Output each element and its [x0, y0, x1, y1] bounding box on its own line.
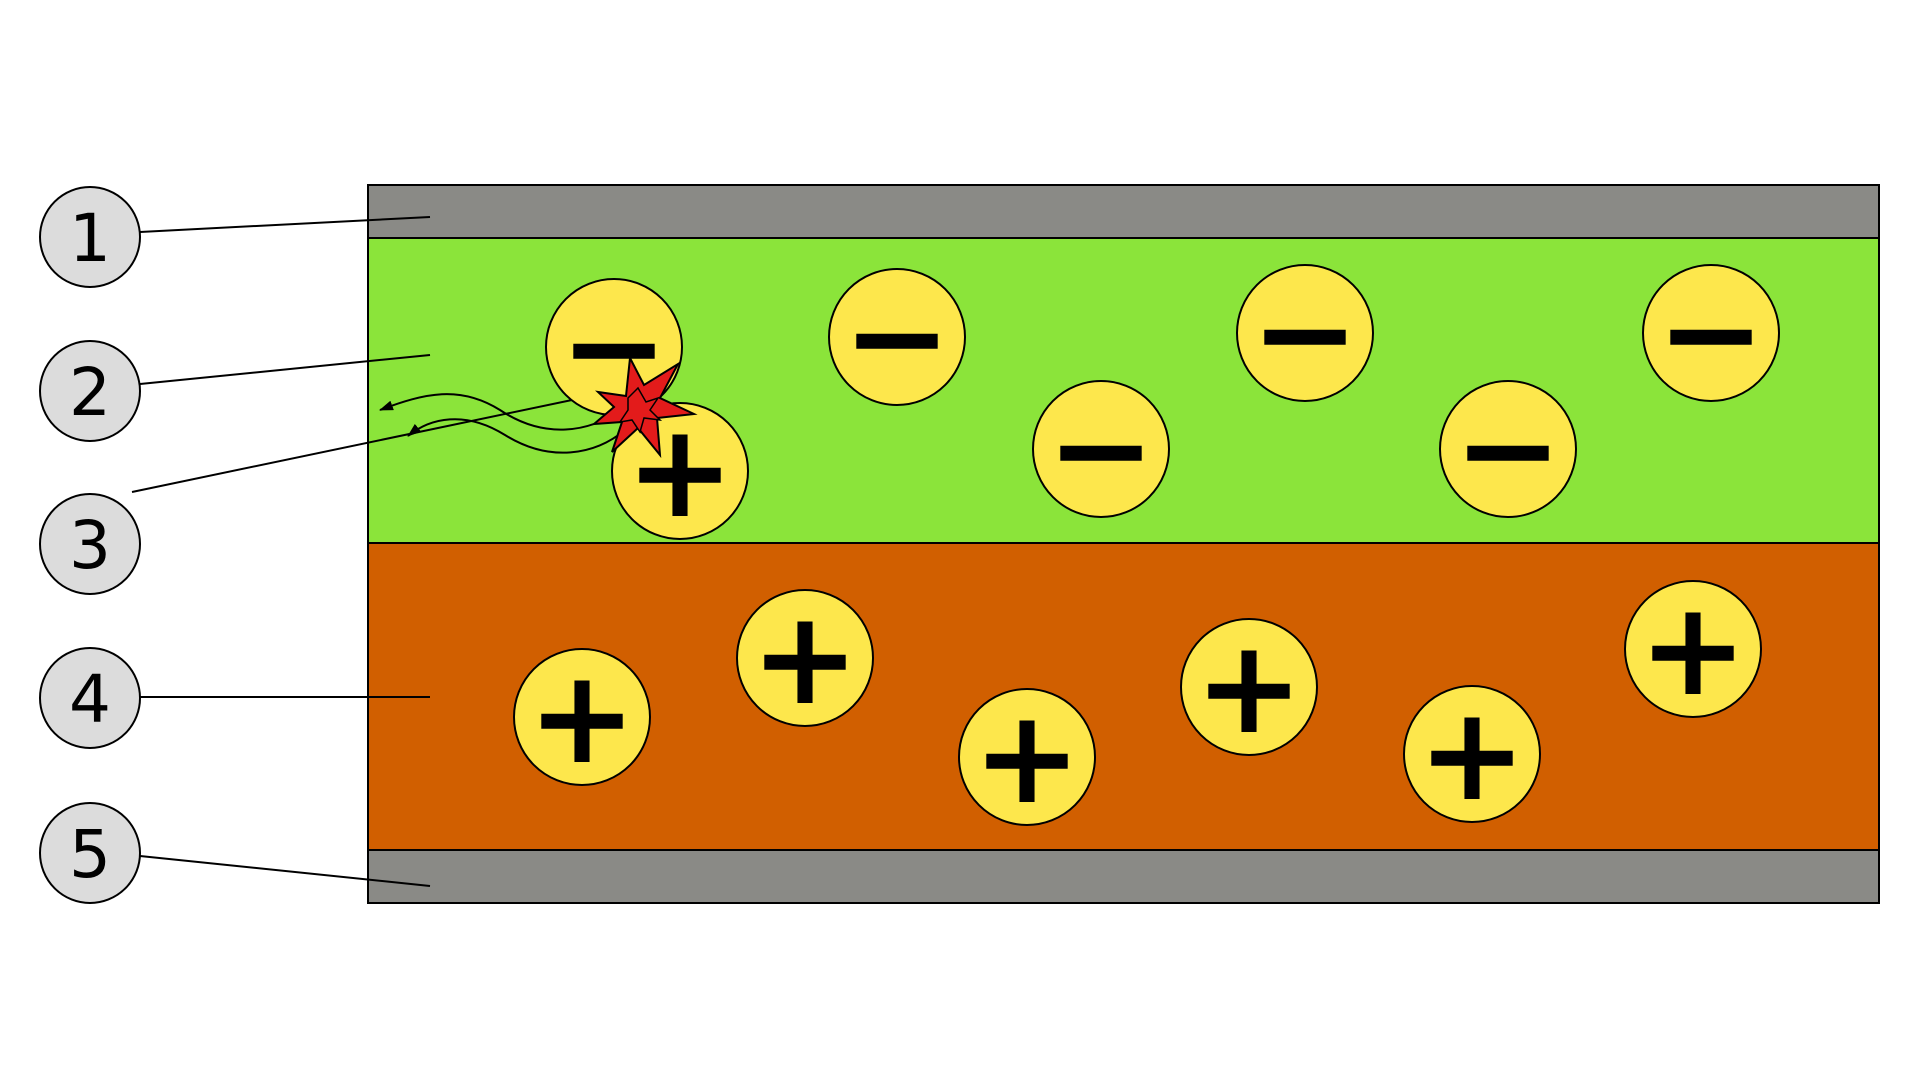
light-wave-lower [407, 418, 626, 454]
positive-symbol: + [973, 681, 1082, 833]
electron-charge: − [1642, 257, 1780, 409]
callout-number-3: 3 [69, 507, 111, 584]
light-wave-upper [379, 393, 621, 431]
leader-line-1 [139, 216, 431, 233]
callout-number-4: 4 [69, 661, 111, 738]
electron-charge: − [1236, 257, 1374, 409]
callout-1: 1 [39, 186, 141, 288]
electron-charge: − [828, 261, 966, 413]
negative-symbol: − [843, 261, 952, 413]
hole-charge: + [1624, 573, 1762, 725]
hole-charge: + [958, 681, 1096, 833]
callout-2: 2 [39, 340, 141, 442]
anode-layer [367, 849, 1880, 904]
hole-charge: + [736, 582, 874, 734]
negative-symbol: − [1657, 257, 1766, 409]
positive-symbol: + [1639, 573, 1748, 725]
electron-charge: − [1439, 373, 1577, 525]
leader-line-5 [139, 855, 431, 887]
positive-symbol: + [1195, 611, 1304, 763]
recombination-burst-icon [591, 354, 698, 459]
negative-symbol: − [1454, 373, 1563, 525]
hole-charge: + [513, 641, 651, 793]
callout-number-5: 5 [69, 816, 111, 893]
leader-line-2 [139, 354, 431, 385]
leader-line-3 [131, 390, 616, 493]
hole-charge: + [1180, 611, 1318, 763]
negative-symbol: − [1047, 373, 1156, 525]
callout-number-1: 1 [69, 200, 111, 277]
hole-charge: + [1403, 678, 1541, 830]
callout-5: 5 [39, 802, 141, 904]
callout-number-2: 2 [69, 354, 111, 431]
negative-symbol: − [1251, 257, 1360, 409]
cathode-layer [367, 184, 1880, 239]
positive-symbol: + [751, 582, 860, 734]
callout-3: 3 [39, 493, 141, 595]
positive-symbol: + [1418, 678, 1527, 830]
positive-symbol: + [528, 641, 637, 793]
electron-charge: − [1032, 373, 1170, 525]
callout-4: 4 [39, 647, 141, 749]
